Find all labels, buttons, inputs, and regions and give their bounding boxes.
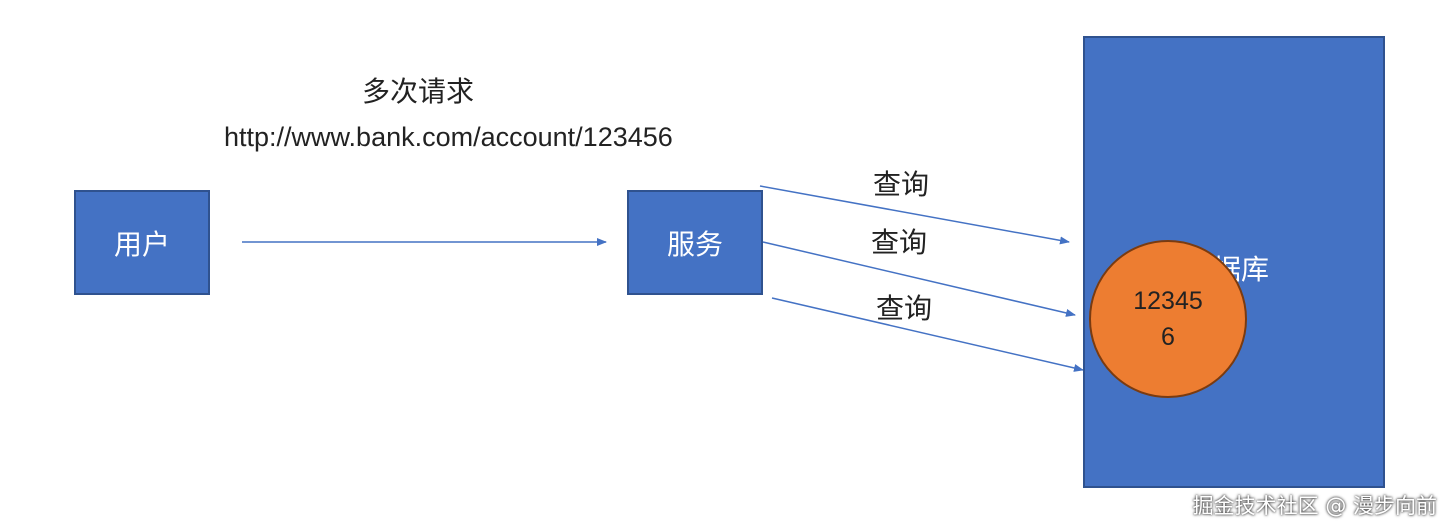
record-circle: 12345 6	[1089, 240, 1247, 398]
query-label-1: 查询	[873, 168, 930, 201]
record-id-line-2: 6	[1161, 323, 1175, 351]
query-label-2: 查询	[871, 226, 928, 259]
arrow-query-1	[759, 185, 1070, 245]
record-id-line-1: 12345	[1133, 287, 1203, 315]
query-label-3: 查询	[876, 292, 933, 325]
arrow-query-2	[762, 241, 1076, 317]
arrow-query-3	[771, 297, 1084, 372]
request-title: 多次请求	[362, 75, 475, 108]
request-url: http://www.bank.com/account/123456	[224, 122, 673, 152]
service-node: 服务	[627, 190, 763, 295]
user-node: 用户	[74, 190, 210, 295]
watermark: 掘金技术社区 @ 漫步向前	[1192, 494, 1437, 518]
